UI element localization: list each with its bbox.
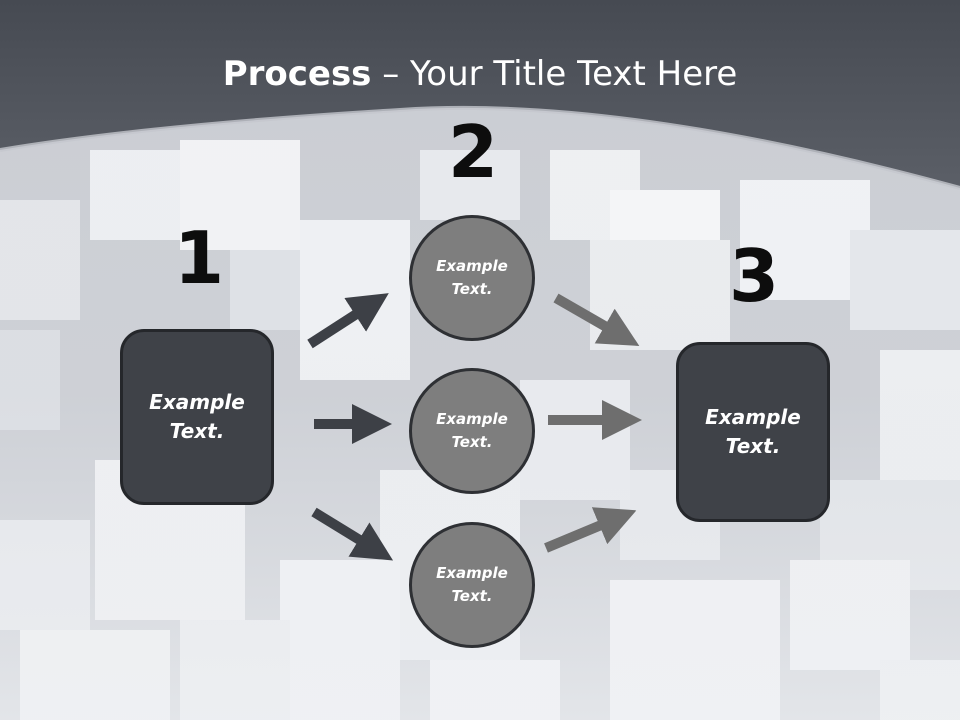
step-number-1: 1 (173, 216, 225, 300)
circle-middle-text: Example Text. (436, 410, 508, 451)
step-number-3: 3 (728, 234, 780, 318)
arrow-1-to-bottom (311, 507, 394, 561)
circle-bottom-text: Example Text. (436, 564, 508, 605)
step-2-circle-middle[interactable]: Example Text. (409, 368, 535, 494)
step-2-circle-bottom[interactable]: Example Text. (409, 522, 535, 648)
step-1-text: Example Text. (149, 390, 245, 443)
arrow-bottom-to-3 (544, 507, 637, 553)
step-3-box[interactable]: Example Text. (676, 342, 830, 522)
step-number-2: 2 (447, 110, 499, 194)
arrow-top-to-3 (553, 293, 640, 346)
circle-top-text: Example Text. (436, 257, 508, 298)
step-1-box[interactable]: Example Text. (120, 329, 274, 505)
title-bold: Process (222, 54, 372, 94)
arrow-1-to-top (307, 293, 389, 349)
title-rest: – Your Title Text Here (371, 54, 738, 94)
header-band (0, 0, 960, 188)
slide-title: Process – Your Title Text Here (0, 52, 960, 96)
step-2-circle-top[interactable]: Example Text. (409, 215, 535, 341)
step-3-text: Example Text. (705, 405, 801, 458)
